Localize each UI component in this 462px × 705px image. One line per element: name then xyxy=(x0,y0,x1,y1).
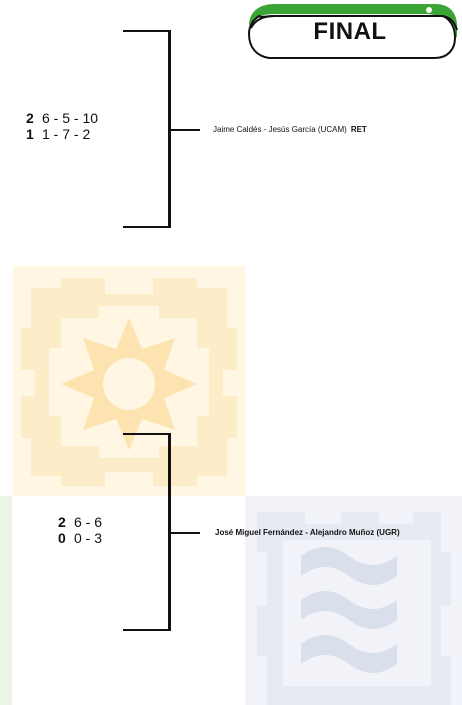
final-label: FINAL xyxy=(245,18,455,46)
team2-sets-won: 1 xyxy=(26,126,38,142)
bracket-top-line xyxy=(123,30,170,32)
team1-sets-won: 2 xyxy=(58,514,70,530)
bracket-winner-connector xyxy=(170,129,200,131)
watermark-green-strip xyxy=(0,496,12,705)
match-winner: Jaime Caldés - Jesús García (UCAM) RET xyxy=(213,125,367,135)
team1-sets-won: 2 xyxy=(26,110,38,126)
bracket-top-line xyxy=(123,433,170,435)
team2-games: 0 - 3 xyxy=(70,530,102,546)
final-stage-badge: FINAL xyxy=(245,0,459,60)
watermark-star-emblem xyxy=(13,266,245,496)
match-winner: José Miguel Fernández - Alejandro Muñoz … xyxy=(215,528,400,538)
bracket-bottom-line xyxy=(123,226,170,228)
winner-name: José Miguel Fernández - Alejandro Muñoz … xyxy=(215,528,400,537)
team2-games: 1 - 7 - 2 xyxy=(38,126,90,142)
winner-name: Jaime Caldés - Jesús García (UCAM) xyxy=(213,125,347,134)
team1-games: 6 - 5 - 10 xyxy=(38,110,98,126)
bracket-bottom-line xyxy=(123,629,170,631)
star-emblem-icon xyxy=(13,266,245,496)
bracket-winner-connector xyxy=(170,532,200,534)
retirement-tag: RET xyxy=(351,125,367,134)
team1-games: 6 - 6 xyxy=(70,514,102,530)
team2-sets-won: 0 xyxy=(58,530,70,546)
